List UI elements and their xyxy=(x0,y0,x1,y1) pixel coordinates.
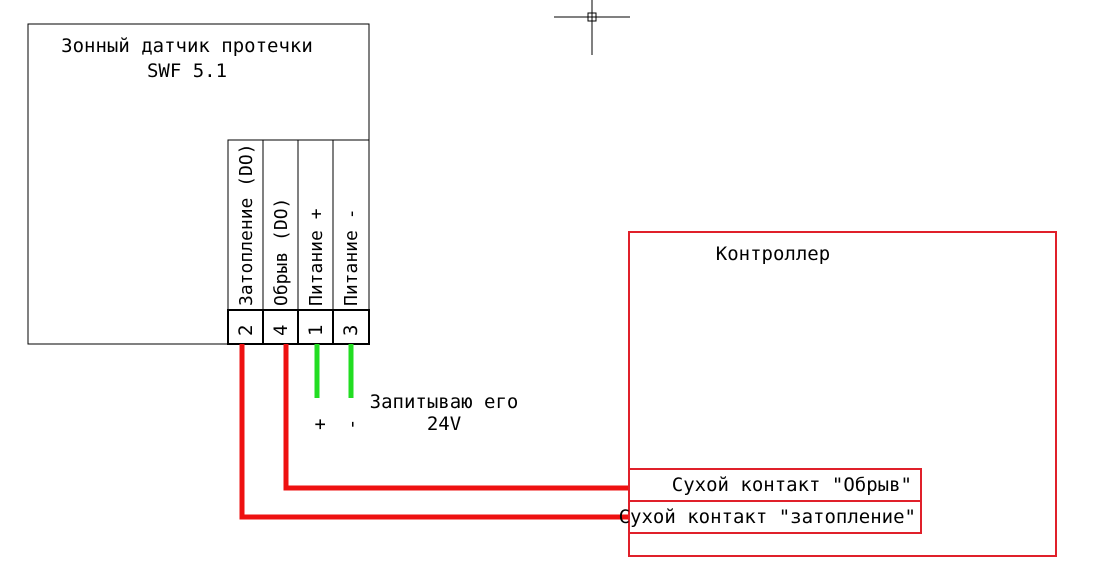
contact-box-flood xyxy=(628,500,922,534)
crosshair-cursor-icon xyxy=(554,0,630,55)
terminal-number-1: 1 xyxy=(305,325,327,336)
sensor-title: Зонный датчик протечки xyxy=(61,35,313,57)
power-plus-symbol: + xyxy=(309,419,331,430)
terminal-label-power-minus: Питание - xyxy=(341,208,362,306)
terminal-label-power-plus: Питание + xyxy=(306,208,327,306)
sensor-model: SWF 5.1 xyxy=(147,60,227,82)
controller-title: Контроллер xyxy=(716,243,830,265)
power-minus-symbol: - xyxy=(341,419,363,430)
power-wires: + - Запитываю его 24V xyxy=(309,344,518,435)
terminal-number-3: 3 xyxy=(340,325,362,336)
terminal-number-2: 2 xyxy=(235,325,257,336)
power-voltage: 24V xyxy=(427,413,461,435)
signal-wires xyxy=(239,344,629,520)
signal-wire-flood xyxy=(239,344,629,520)
controller-block: Контроллер Сухой контакт "Обрыв" Сухой к… xyxy=(619,231,1057,557)
controller-outline xyxy=(628,231,1057,557)
sensor-block: Зонный датчик протечки SWF 5.1 Затоплени… xyxy=(27,23,370,345)
contact-label-break: Сухой контакт "Обрыв" xyxy=(672,474,912,496)
terminal-label-flood: Затопление (DO) xyxy=(236,143,257,306)
terminal-strip: Затопление (DO) Обрыв (DO) Питание + Пит… xyxy=(227,139,370,345)
power-note: Запитываю его xyxy=(370,391,519,413)
sensor-outline xyxy=(27,23,370,345)
terminal-number-4: 4 xyxy=(270,325,292,336)
signal-wire-break xyxy=(283,344,629,491)
terminal-label-break: Обрыв (DO) xyxy=(271,198,292,306)
contact-label-flood: Сухой контакт "затопление" xyxy=(619,506,916,528)
